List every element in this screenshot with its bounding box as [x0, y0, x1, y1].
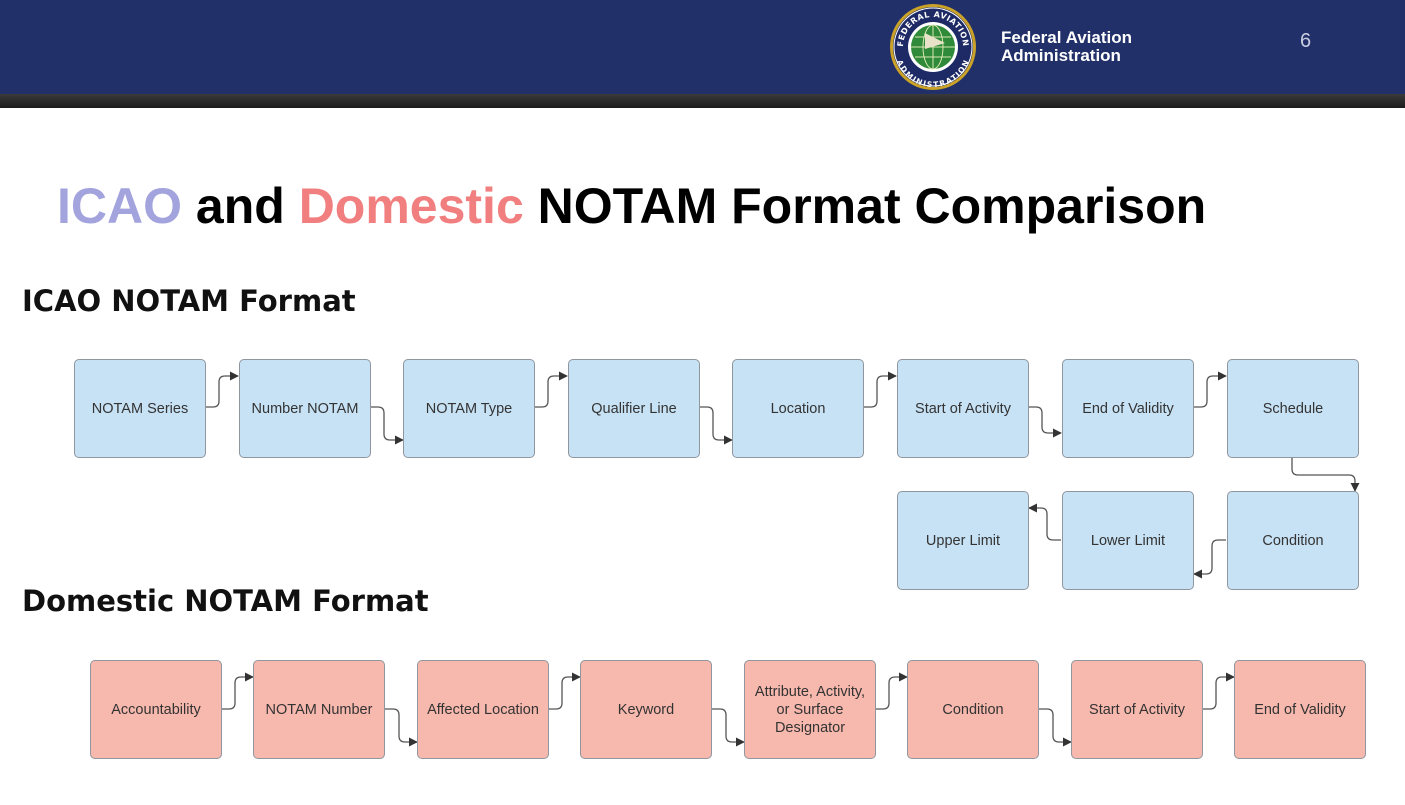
- icao-box-end-of-validity: End of Validity: [1062, 359, 1194, 458]
- connector-icao-3: [535, 371, 568, 408]
- connector-dom-1: [221, 672, 254, 710]
- connector-dom-2: [385, 708, 418, 747]
- connector-icao-9: [1193, 539, 1226, 579]
- connector-dom-4: [712, 708, 745, 747]
- connector-icao-1: [206, 371, 239, 408]
- icao-box-qualifier-line: Qualifier Line: [568, 359, 700, 458]
- connector-dom-7: [1202, 672, 1235, 710]
- dom-box-keyword: Keyword: [580, 660, 712, 759]
- connector-dom-3: [548, 672, 581, 710]
- icao-box-lower-limit: Lower Limit: [1062, 491, 1194, 590]
- page-number: 6: [1300, 30, 1312, 52]
- connector-icao-2: [371, 406, 404, 445]
- icao-box-number-notam: Number NOTAM: [239, 359, 371, 458]
- org-name-line1: Federal Aviation: [1001, 28, 1132, 47]
- icao-box-location: Location: [732, 359, 864, 458]
- title-and: and: [182, 178, 299, 234]
- page-title: ICAO and Domestic NOTAM Format Compariso…: [57, 176, 1206, 236]
- dom-box-attribute-designator: Attribute, Activity, or Surface Designat…: [744, 660, 876, 759]
- title-rest: NOTAM Format Comparison: [523, 178, 1207, 234]
- faa-seal-icon: FEDERAL AVIATION ADMINISTRATION: [890, 4, 976, 90]
- header-bar: [0, 0, 1405, 94]
- connector-icao-7: [1194, 371, 1227, 408]
- dom-box-condition: Condition: [907, 660, 1039, 759]
- title-domestic: Domestic: [298, 178, 524, 234]
- icao-box-notam-series: NOTAM Series: [74, 359, 206, 458]
- icao-box-upper-limit: Upper Limit: [897, 491, 1029, 590]
- connector-dom-6: [1039, 708, 1072, 747]
- connector-icao-10: [1028, 503, 1061, 541]
- org-name-line2: Administration: [1001, 46, 1121, 65]
- dom-box-end-of-validity: End of Validity: [1234, 660, 1366, 759]
- icao-box-schedule: Schedule: [1227, 359, 1359, 458]
- connector-dom-5: [875, 672, 908, 710]
- connector-icao-6: [1029, 406, 1062, 438]
- domestic-section-label: Domestic NOTAM Format: [22, 584, 429, 618]
- dom-box-accountability: Accountability: [90, 660, 222, 759]
- dom-box-start-of-activity: Start of Activity: [1071, 660, 1203, 759]
- icao-box-notam-type: NOTAM Type: [403, 359, 535, 458]
- icao-section-label: ICAO NOTAM Format: [22, 284, 356, 318]
- connector-icao-5: [864, 371, 897, 408]
- icao-box-condition: Condition: [1227, 491, 1359, 590]
- header-divider: [0, 94, 1405, 108]
- connector-icao-4: [700, 406, 733, 445]
- dom-box-notam-number: NOTAM Number: [253, 660, 385, 759]
- dom-box-affected-location: Affected Location: [417, 660, 549, 759]
- connector-icao-8: [1291, 458, 1360, 492]
- title-icao: ICAO: [57, 178, 182, 234]
- org-name: Federal Aviation Administration: [1001, 29, 1132, 65]
- icao-box-start-of-activity: Start of Activity: [897, 359, 1029, 458]
